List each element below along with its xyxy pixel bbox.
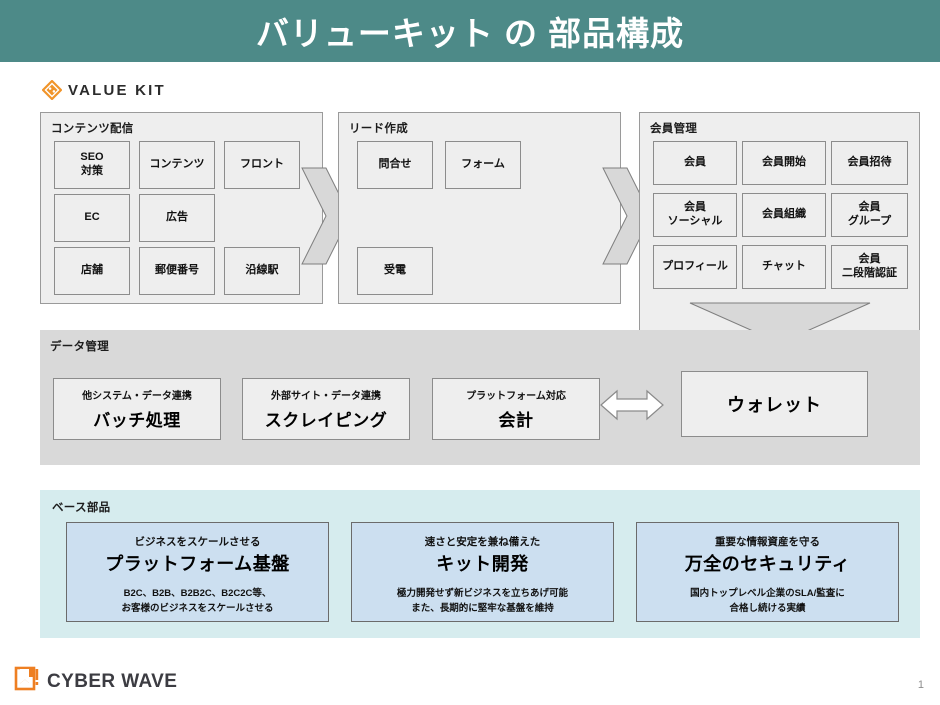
value-kit-logo: VALUE KIT: [41, 79, 166, 101]
component-box-profile[interactable]: プロフィール: [653, 245, 737, 289]
panel-content-delivery-title: コンテンツ配信: [51, 123, 134, 135]
component-box-member[interactable]: 会員: [653, 141, 737, 185]
cyber-wave-logo: CYBER WAVE: [14, 666, 177, 697]
component-box-station[interactable]: 沿線駅: [224, 247, 300, 295]
data-box-accounting-main: 会計: [498, 411, 534, 430]
component-box-member-start[interactable]: 会員開始: [742, 141, 826, 185]
component-box-store[interactable]: 店舗: [54, 247, 130, 295]
base-card-security-title: 万全のセキュリティ: [684, 554, 851, 574]
component-box-seo[interactable]: SEO 対策: [54, 141, 130, 189]
base-card-platform[interactable]: ビジネスをスケールさせる プラットフォーム基盤 B2C、B2B、B2B2C、B2…: [66, 522, 329, 622]
base-card-security-lead: 重要な情報資産を守る: [715, 536, 820, 548]
data-box-scraping-sub: 外部サイト・データ連携: [271, 391, 381, 402]
base-card-platform-title: プラットフォーム基盤: [105, 554, 290, 574]
panel-lead-generation: リード作成 問合せ フォーム 受電: [338, 112, 621, 304]
component-box-ad[interactable]: 広告: [139, 194, 215, 242]
slide-header: バリューキット の 部品構成: [0, 0, 940, 62]
cyber-wave-logo-text: CYBER WAVE: [47, 670, 178, 692]
panel-data-management-title: データ管理: [50, 341, 109, 353]
flow-arrow-member-to-wallet: [689, 302, 871, 344]
base-card-kit-development-title: キット開発: [436, 554, 529, 574]
component-box-wallet[interactable]: ウォレット: [681, 371, 868, 437]
base-card-kit-development-lead: 速さと安定を兼ね備えた: [424, 536, 541, 548]
data-box-accounting-sub: プラットフォーム対応: [466, 391, 566, 402]
base-card-kit-development-desc: 極力開発せず新ビジネスを立ちあげ可能 また、長期的に堅牢な基盤を維持: [396, 588, 568, 614]
value-kit-logo-text: VALUE KIT: [68, 81, 166, 99]
component-box-front[interactable]: フロント: [224, 141, 300, 189]
base-card-platform-lead: ビジネスをスケールさせる: [134, 536, 261, 548]
component-box-form[interactable]: フォーム: [445, 141, 521, 189]
data-box-scraping[interactable]: 外部サイト・データ連携 スクレイピング: [242, 378, 410, 440]
base-card-kit-development[interactable]: 速さと安定を兼ね備えた キット開発 極力開発せず新ビジネスを立ちあげ可能 また、…: [351, 522, 614, 622]
panel-base-components-title: ベース部品: [52, 502, 111, 514]
base-card-security[interactable]: 重要な情報資産を守る 万全のセキュリティ 国内トップレベル企業のSLA/監査に …: [636, 522, 899, 622]
data-box-scraping-main: スクレイピング: [264, 411, 388, 430]
component-box-call[interactable]: 受電: [357, 247, 433, 295]
component-box-inquiry[interactable]: 問合せ: [357, 141, 433, 189]
value-kit-diamond-icon: [41, 79, 63, 101]
page-title: バリューキット の 部品構成: [255, 15, 685, 52]
panel-lead-generation-title: リード作成: [349, 123, 408, 135]
component-box-member-2fa[interactable]: 会員 二段階認証: [831, 245, 908, 289]
flow-arrow-bidirectional-accounting-wallet: [600, 389, 664, 421]
panel-content-delivery: コンテンツ配信 SEO 対策 コンテンツ フロント EC 広告 店舗 郵便番号 …: [40, 112, 323, 304]
panel-member-management-title: 会員管理: [650, 123, 698, 135]
component-box-member-invite[interactable]: 会員招待: [831, 141, 908, 185]
component-box-member-social[interactable]: 会員 ソーシャル: [653, 193, 737, 237]
data-box-batch-sub: 他システム・データ連携: [82, 391, 192, 402]
data-box-batch-main: バッチ処理: [93, 411, 181, 430]
panel-data-management: データ管理 他システム・データ連携 バッチ処理 外部サイト・データ連携 スクレイ…: [40, 330, 920, 465]
base-card-platform-desc: B2C、B2B、B2B2C、B2C2C等、 お客様のビジネスをスケールさせる: [121, 588, 274, 614]
data-box-batch[interactable]: 他システム・データ連携 バッチ処理: [53, 378, 221, 440]
cyber-wave-mark-icon: [14, 666, 40, 697]
data-box-accounting[interactable]: プラットフォーム対応 会計: [432, 378, 600, 440]
component-box-chat[interactable]: チャット: [742, 245, 826, 289]
panel-base-components: ベース部品 ビジネスをスケールさせる プラットフォーム基盤 B2C、B2B、B2…: [40, 490, 920, 638]
page-number: 1: [917, 679, 924, 691]
component-box-postalcode[interactable]: 郵便番号: [139, 247, 215, 295]
component-box-member-org[interactable]: 会員組織: [742, 193, 826, 237]
component-box-contents[interactable]: コンテンツ: [139, 141, 215, 189]
base-card-security-desc: 国内トップレベル企業のSLA/監査に 合格し続ける実績: [690, 588, 845, 614]
component-box-ec[interactable]: EC: [54, 194, 130, 242]
component-box-member-group[interactable]: 会員 グループ: [831, 193, 908, 237]
